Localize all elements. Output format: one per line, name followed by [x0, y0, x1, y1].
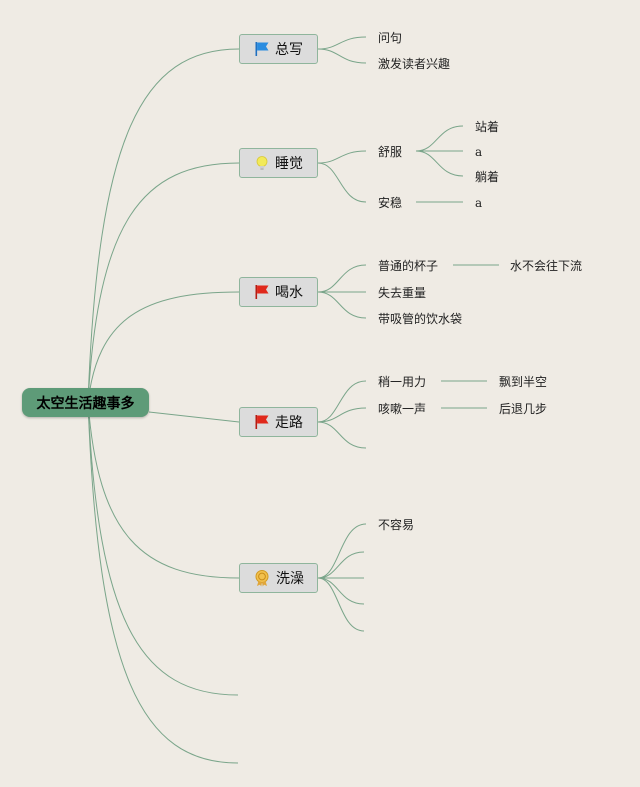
branch-shuijiao[interactable]: 睡觉	[239, 148, 318, 178]
leaf-a[interactable]: a	[475, 145, 483, 159]
award-badge-icon	[253, 569, 271, 587]
connector-root-zongxie	[87, 48, 240, 403]
connector-zongxie-wenju	[317, 36, 367, 50]
leaf-shufu[interactable]: 舒服	[378, 145, 403, 159]
connector-root-zoulu	[148, 411, 240, 423]
leaf-shaoyi-yongli[interactable]: 稍一用力	[378, 375, 427, 389]
leaf-shiqu-zhongliang[interactable]: 失去重量	[378, 286, 427, 300]
branch-label: 总写	[275, 42, 303, 58]
branch-label: 洗澡	[276, 571, 304, 587]
connector-zoulu-shaoyi	[317, 380, 367, 423]
leaf-piao-dao-bankong[interactable]: 飘到半空	[499, 375, 548, 389]
leaf-tangzhe[interactable]: 躺着	[475, 170, 500, 184]
branch-xizao[interactable]: 洗澡	[239, 563, 318, 593]
branch-label: 走路	[275, 415, 303, 431]
leaf-a[interactable]: a	[475, 196, 483, 210]
connector-root-heshui	[87, 291, 240, 403]
leaf-zhanzhe[interactable]: 站着	[475, 120, 500, 134]
connector-xizao-empty-1	[317, 551, 365, 579]
central-topic[interactable]: 太空生活趣事多	[22, 388, 149, 417]
connector-zoulu-empty	[317, 421, 367, 449]
branch-zongxie[interactable]: 总写	[239, 34, 318, 64]
leaf-anwen[interactable]: 安稳	[378, 196, 403, 210]
red-flag-icon	[254, 414, 270, 430]
connector-xizao-empty-3	[317, 577, 365, 605]
connector-zongxie-jifa	[317, 48, 367, 64]
lightbulb-icon	[254, 155, 270, 171]
red-flag-icon	[254, 284, 270, 300]
connector-shufu-zhanzhe	[415, 125, 464, 152]
connector-root-empty-2	[87, 401, 239, 764]
connector-heshui-beizi	[317, 264, 367, 293]
branch-heshui[interactable]: 喝水	[239, 277, 318, 307]
connector-xizao-empty-4	[317, 577, 365, 632]
branch-zoulu[interactable]: 走路	[239, 407, 318, 437]
connector-shuijiao-anwen	[317, 162, 367, 203]
leaf-wenju[interactable]: 问句	[378, 31, 403, 45]
leaf-bu-rongyi[interactable]: 不容易	[378, 518, 415, 532]
connector-root-shuijiao	[87, 162, 240, 403]
branch-label: 喝水	[275, 285, 303, 301]
connector-xizao-burongyi	[317, 523, 367, 579]
leaf-kesou-yisheng[interactable]: 咳嗽一声	[378, 402, 427, 416]
leaf-houtui-jibu[interactable]: 后退几步	[499, 402, 548, 416]
connector-root-xizao	[87, 401, 240, 579]
connector-zoulu-kesou	[317, 407, 367, 423]
connector-shuijiao-shufu	[317, 150, 367, 164]
leaf-dai-xiguan-de-yinshuidai[interactable]: 带吸管的饮水袋	[378, 312, 463, 326]
connector-shufu-tangzhe	[415, 150, 464, 177]
connector-heshui-yinshuidai	[317, 291, 367, 319]
connector-root-empty-1	[87, 401, 239, 696]
branch-label: 睡觉	[275, 156, 303, 172]
leaf-putong-de-beizi[interactable]: 普通的杯子	[378, 259, 439, 273]
leaf-jifa-duzhe-xingqu[interactable]: 激发读者兴趣	[378, 57, 451, 71]
blue-flag-icon	[254, 41, 270, 57]
leaf-shui-buhui-wangxia-liu[interactable]: 水不会往下流	[510, 259, 583, 273]
